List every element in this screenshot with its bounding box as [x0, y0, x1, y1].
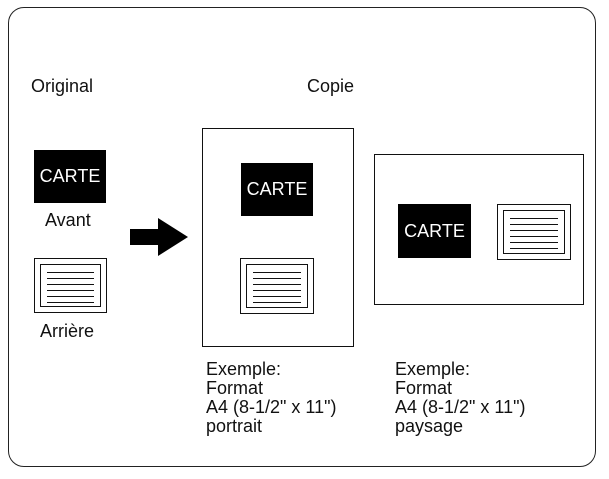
example-line: Exemple: [395, 359, 471, 379]
portrait-card: CARTE [241, 163, 313, 216]
card-text: CARTE [246, 179, 308, 199]
format-line: Format [206, 378, 264, 398]
original-label: Original [31, 76, 94, 96]
size-line: A4 (8-1/2" x 11") [206, 397, 337, 417]
copy-portrait-page: CARTE [202, 128, 354, 347]
card-text: CARTE [39, 166, 101, 186]
example-landscape-text: Exemple: Format A4 (8-1/2" x 11") paysag… [395, 360, 526, 436]
original-front-card: CARTE [34, 150, 106, 203]
example-portrait-text: Exemple: Format A4 (8-1/2" x 11") portra… [206, 360, 337, 436]
landscape-card: CARTE [398, 204, 471, 258]
arriere-label: Arrière [40, 321, 95, 341]
card-text: CARTE [404, 220, 465, 241]
copie-label: Copie [307, 76, 355, 96]
orientation-line: paysage [395, 416, 464, 436]
right-arrow-icon [130, 218, 188, 256]
copy-landscape-page: CARTE [374, 154, 584, 305]
avant-label: Avant [45, 210, 91, 230]
original-back-document-icon [34, 258, 107, 313]
size-line: A4 (8-1/2" x 11") [395, 397, 526, 417]
landscape-document-icon [497, 204, 571, 260]
orientation-line: portrait [206, 416, 263, 436]
diagram-frame [8, 7, 596, 467]
example-line: Exemple: [206, 359, 282, 379]
format-line: Format [395, 378, 453, 398]
portrait-document-icon [240, 258, 314, 314]
